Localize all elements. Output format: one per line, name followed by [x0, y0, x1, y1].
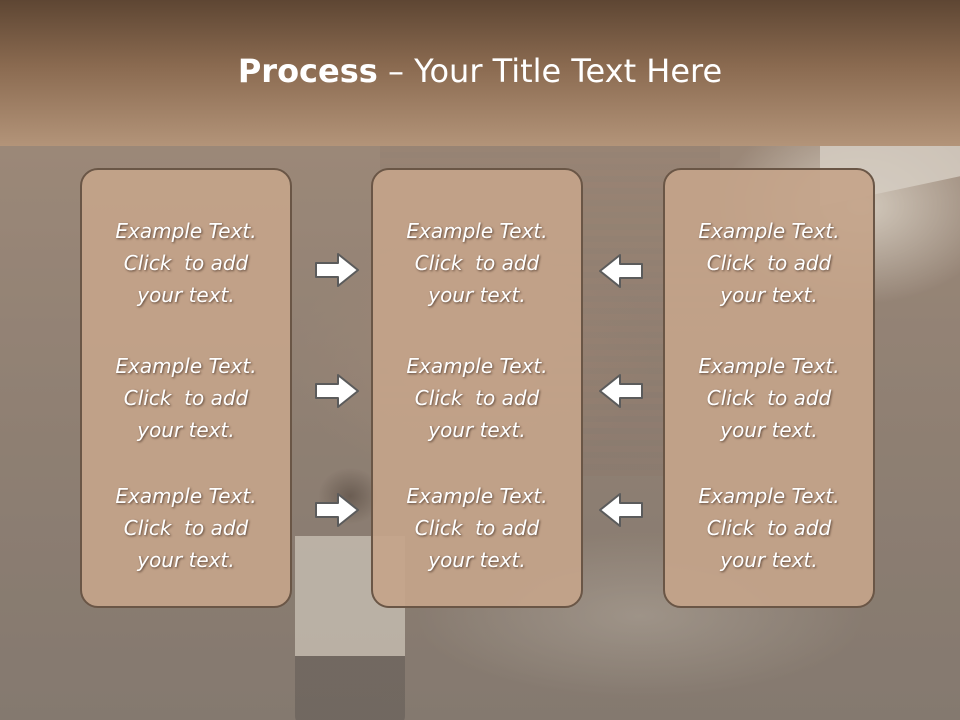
text-placeholder[interactable]: Example Text. Click to add your text.: [373, 215, 581, 311]
text-placeholder[interactable]: Example Text. Click to add your text.: [82, 350, 290, 446]
text-line: Example Text.: [406, 354, 548, 378]
title-rest: – Your Title Text Here: [377, 52, 723, 90]
text-line: Click to add: [123, 516, 249, 540]
text-placeholder[interactable]: Example Text. Click to add your text.: [665, 480, 873, 576]
text-line: Example Text.: [406, 484, 548, 508]
text-line: your text.: [720, 548, 818, 572]
text-line: Example Text.: [115, 484, 257, 508]
arrow-left-icon[interactable]: [598, 492, 644, 528]
text-line: your text.: [428, 283, 526, 307]
text-line: Example Text.: [698, 484, 840, 508]
process-box-center[interactable]: Example Text. Click to add your text. Ex…: [371, 168, 583, 608]
text-placeholder[interactable]: Example Text. Click to add your text.: [373, 480, 581, 576]
arrow-left-icon[interactable]: [598, 373, 644, 409]
text-line: Click to add: [706, 516, 832, 540]
text-line: Example Text.: [698, 219, 840, 243]
process-box-right[interactable]: Example Text. Click to add your text. Ex…: [663, 168, 875, 608]
title-band: Process – Your Title Text Here: [0, 0, 960, 146]
text-placeholder[interactable]: Example Text. Click to add your text.: [82, 480, 290, 576]
text-line: Click to add: [123, 386, 249, 410]
text-line: Example Text.: [698, 354, 840, 378]
slide-title[interactable]: Process – Your Title Text Here: [0, 52, 960, 90]
text-line: your text.: [720, 283, 818, 307]
text-line: Click to add: [414, 516, 540, 540]
arrow-right-icon[interactable]: [314, 373, 360, 409]
text-line: your text.: [137, 418, 235, 442]
text-placeholder[interactable]: Example Text. Click to add your text.: [82, 215, 290, 311]
text-line: your text.: [720, 418, 818, 442]
arrow-right-icon[interactable]: [314, 252, 360, 288]
text-line: Click to add: [123, 251, 249, 275]
text-line: your text.: [428, 548, 526, 572]
text-placeholder[interactable]: Example Text. Click to add your text.: [373, 350, 581, 446]
text-placeholder[interactable]: Example Text. Click to add your text.: [665, 350, 873, 446]
text-line: your text.: [137, 548, 235, 572]
text-line: your text.: [137, 283, 235, 307]
title-bold: Process: [237, 52, 378, 90]
arrow-left-icon[interactable]: [598, 253, 644, 289]
text-line: Click to add: [706, 251, 832, 275]
text-line: Example Text.: [115, 219, 257, 243]
process-box-left[interactable]: Example Text. Click to add your text. Ex…: [80, 168, 292, 608]
text-line: Click to add: [414, 251, 540, 275]
text-line: your text.: [428, 418, 526, 442]
text-placeholder[interactable]: Example Text. Click to add your text.: [665, 215, 873, 311]
text-line: Click to add: [414, 386, 540, 410]
text-line: Click to add: [706, 386, 832, 410]
text-line: Example Text.: [115, 354, 257, 378]
text-line: Example Text.: [406, 219, 548, 243]
arrow-right-icon[interactable]: [314, 492, 360, 528]
